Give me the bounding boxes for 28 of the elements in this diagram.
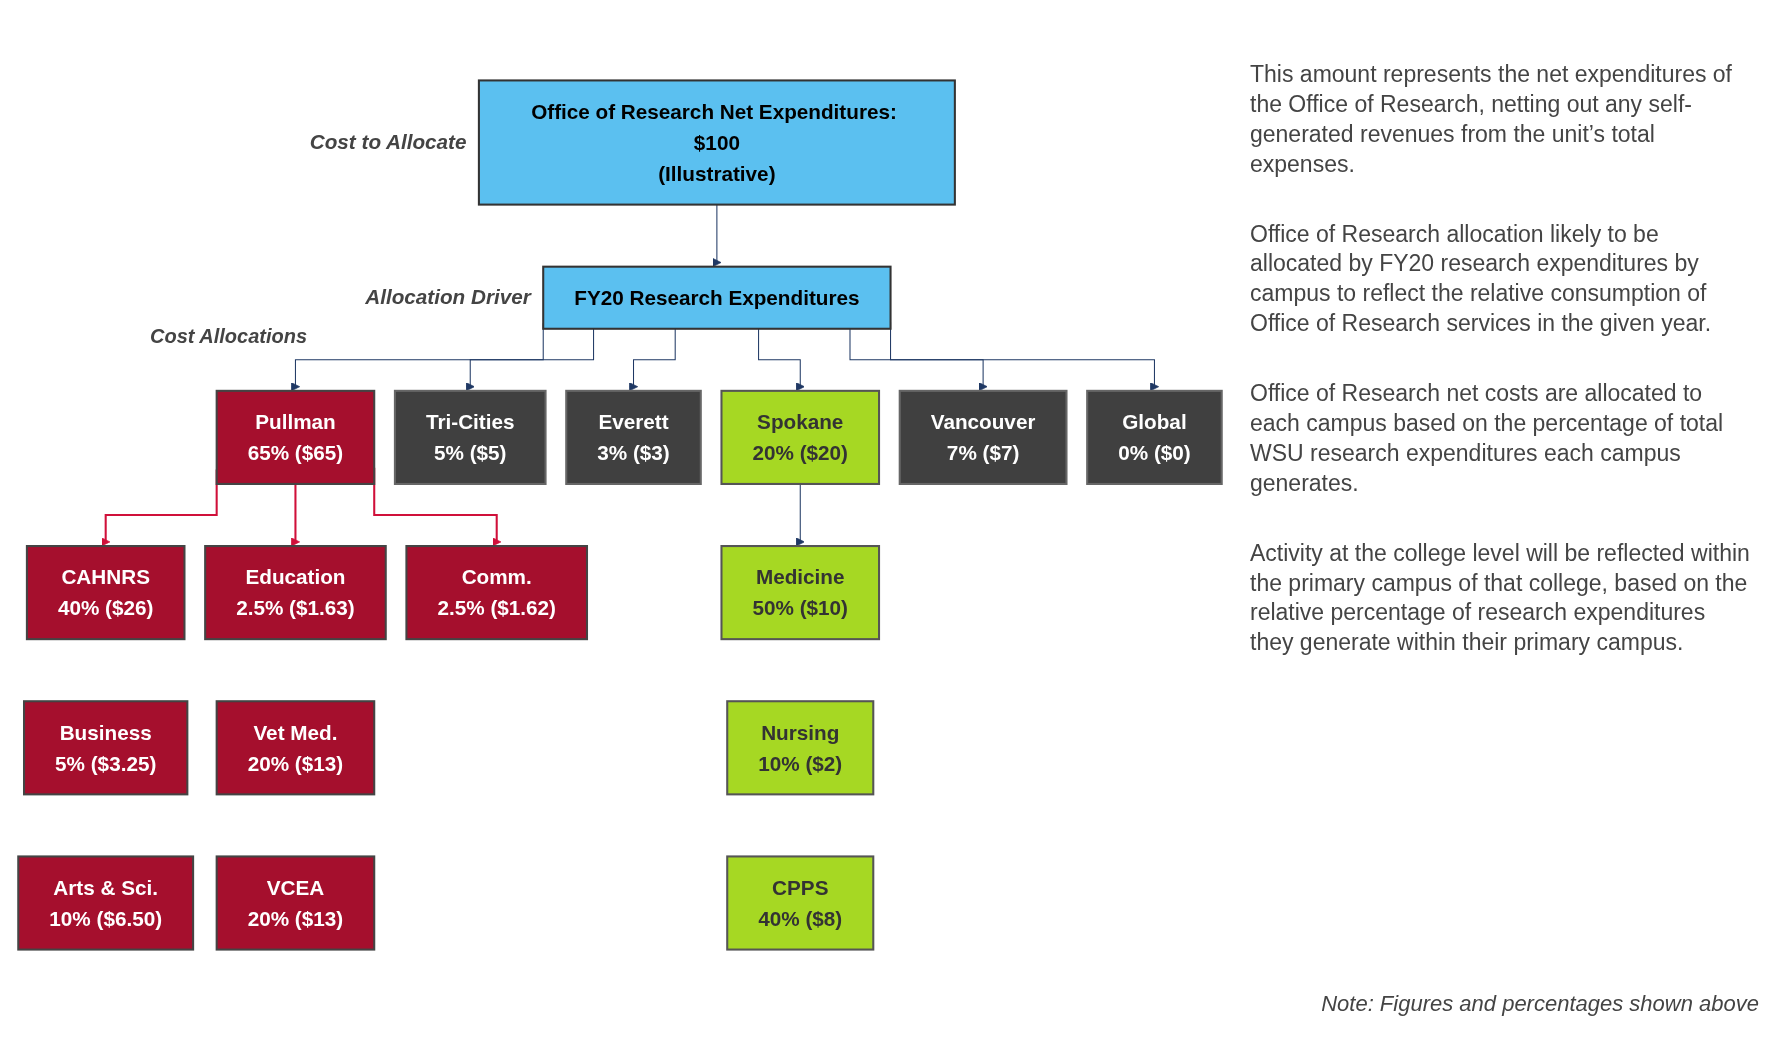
- node-box: [565, 389, 702, 485]
- explanatory-note: This amount represents the net expenditures of the Office of Research, netting out any self-generated revenues from the unit’s total expenses.: [1250, 60, 1733, 179]
- node-box: [542, 265, 892, 330]
- explanatory-note: Office of Research allocation likely to be allocated by FY20 research expenditures by campus to reflect the relative consumption of Office of Research services in the given year.: [1250, 219, 1713, 339]
- node-box: [477, 79, 956, 206]
- node-box: [215, 389, 376, 485]
- node-box: [720, 389, 881, 485]
- node-box: [898, 389, 1068, 485]
- node-box: [726, 700, 875, 796]
- node-box: [204, 545, 387, 641]
- section-label: Cost Allocations: [150, 325, 308, 348]
- node-box: [720, 545, 881, 641]
- node-box: [393, 389, 547, 485]
- node-box: [17, 855, 195, 951]
- footnote: Note: Figures and percentages shown above: [1321, 991, 1759, 1017]
- node-box: [23, 700, 189, 796]
- side-label: Cost to Allocate: [309, 129, 467, 153]
- node-box: [215, 855, 376, 951]
- node-box: [1086, 389, 1223, 485]
- explanatory-note: Office of Research net costs are allocated to each campus based on the percentage of total WSU research expenditures each campus generates.: [1250, 379, 1725, 498]
- side-label: Allocation Driver: [365, 284, 531, 308]
- node-box: [25, 545, 186, 641]
- node-box: [215, 700, 376, 796]
- node-box: [405, 545, 589, 641]
- arrow: [290, 483, 300, 547]
- node-box: [726, 855, 875, 951]
- arrow: [795, 483, 805, 547]
- explanatory-note: Activity at the college level will be reflected within the primary campus of that college, based on the relative percentage of research expenditures they generate within their primary campus.: [1250, 538, 1750, 658]
